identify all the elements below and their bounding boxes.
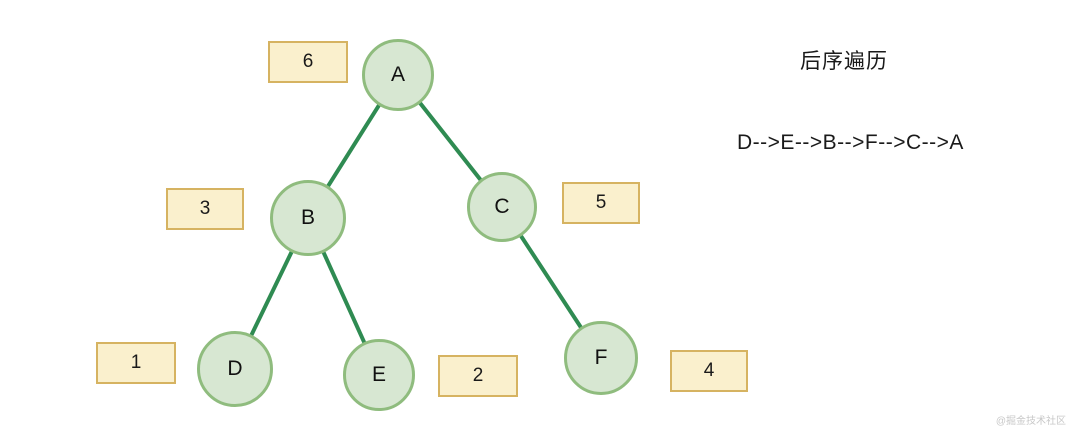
tree-node-c[interactable]: C [467, 172, 537, 242]
order-box-value: 2 [472, 365, 484, 386]
tree-node-d[interactable]: D [197, 331, 273, 407]
tree-edge-a-b [325, 101, 382, 190]
tree-edge-b-d [248, 248, 295, 339]
order-box-e: 2 [438, 355, 518, 397]
tree-node-label: F [594, 346, 608, 369]
order-box-c: 5 [562, 182, 640, 224]
tree-node-label: E [371, 363, 386, 386]
tree-node-label: A [390, 63, 405, 86]
order-box-a: 6 [268, 41, 348, 83]
tree-node-label: B [300, 206, 315, 229]
order-box-f: 4 [670, 350, 748, 392]
traversal-title: 后序遍历 [800, 50, 888, 73]
tree-node-label: D [227, 357, 243, 380]
order-box-d: 1 [96, 342, 176, 384]
order-box-value: 3 [199, 198, 211, 219]
tree-node-a[interactable]: A [362, 39, 434, 111]
order-box-value: 1 [130, 352, 142, 373]
tree-node-e[interactable]: E [343, 339, 415, 411]
tree-node-f[interactable]: F [564, 321, 638, 395]
tree-edge-c-f [518, 232, 584, 331]
tree-node-b[interactable]: B [270, 180, 346, 256]
order-box-b: 3 [166, 188, 244, 230]
order-box-value: 5 [595, 192, 607, 213]
order-box-value: 6 [302, 51, 314, 72]
tree-edge-b-e [320, 248, 367, 347]
tree-edge-a-c [417, 99, 484, 184]
tree-node-label: C [494, 195, 510, 218]
watermark: @掘金技术社区 [995, 416, 1066, 427]
traversal-sequence: D-->E-->B-->F-->C-->A [737, 131, 964, 154]
order-box-value: 4 [703, 360, 715, 381]
